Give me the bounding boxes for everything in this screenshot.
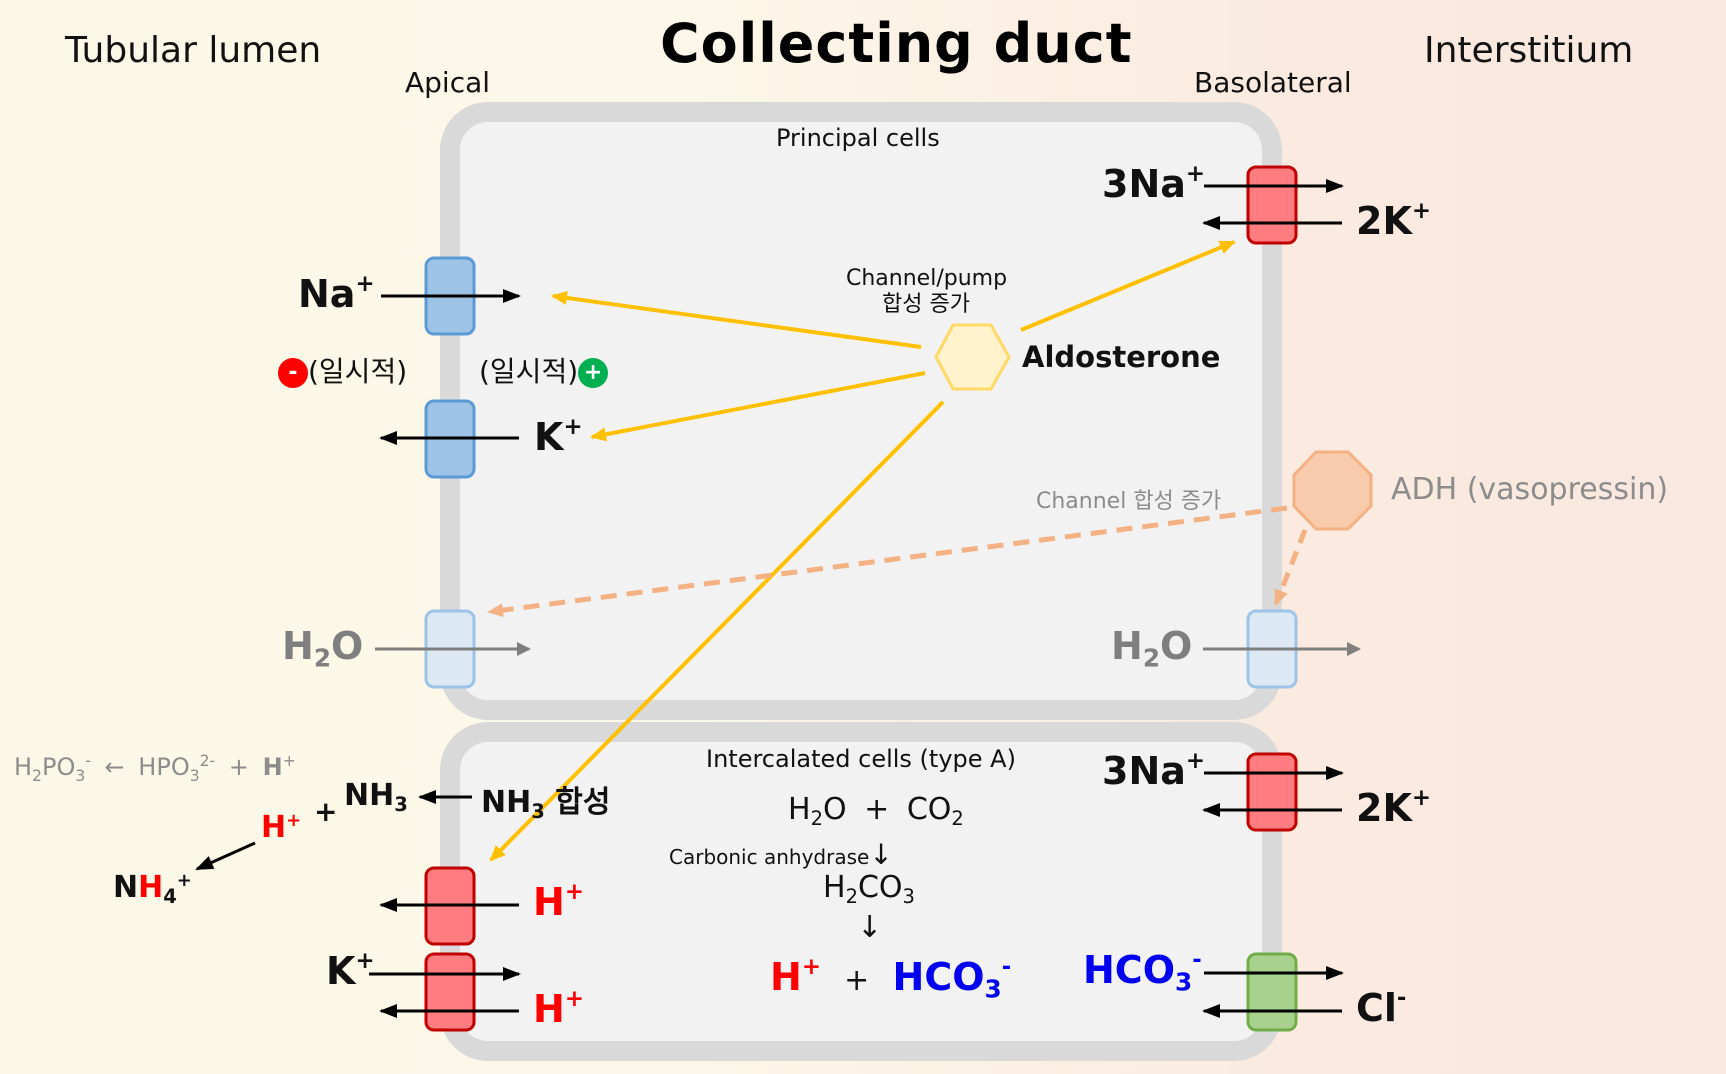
hk-h-label: H+ xyxy=(533,986,584,1031)
tubular-lumen-label: Tubular lumen xyxy=(65,30,322,71)
aldosterone-label: Aldosterone xyxy=(1022,340,1221,374)
ammonium-label: NH4+ xyxy=(113,870,192,908)
pump2-k-label: 2K+ xyxy=(1356,785,1431,830)
reaction-arrow-2: ↓ xyxy=(857,910,883,945)
lumen-h-label: H+ xyxy=(261,810,302,845)
lumen-plus-sign: + xyxy=(314,795,338,828)
reaction-products: H+ + HCO3- xyxy=(770,954,1012,1004)
positive-badge-icon: + xyxy=(578,358,609,388)
basolateral-label: Basolateral xyxy=(1194,66,1352,99)
aldosterone-to-na-arrow xyxy=(551,290,922,349)
lumen-nh3-label: NH3 xyxy=(344,778,408,816)
aldosterone-to-pump-arrow xyxy=(1020,240,1236,332)
interstitium-label: Interstitium xyxy=(1424,30,1634,71)
water-basolateral-label: H2O xyxy=(1111,624,1193,673)
pump-na-label: 3Na+ xyxy=(1102,161,1205,206)
transient-positive-note: (일시적)+ xyxy=(479,350,609,390)
pump2-na-label: 3Na+ xyxy=(1102,748,1205,793)
exchanger-hco3-label: HCO3- xyxy=(1083,947,1202,997)
negative-badge-icon: - xyxy=(278,358,308,388)
aldosterone-to-h-pump-arrow xyxy=(489,400,945,862)
principal-cells-label: Principal cells xyxy=(776,124,940,152)
phosphate-buffer-equation: H2PO3- ← HPO32- + H+ xyxy=(14,752,296,785)
adh-arrows xyxy=(487,505,1308,618)
adh-note: Channel 합성 증가 xyxy=(1036,489,1222,514)
carbonic-anhydrase-label: Carbonic anhydrase↓ xyxy=(669,838,893,871)
carbonic-acid-label: H2CO3 xyxy=(823,870,915,908)
na-ion-label: Na+ xyxy=(298,271,375,316)
na-k-pump-intercalated xyxy=(1246,752,1298,832)
aldosterone-to-k-arrow xyxy=(590,371,926,442)
hk-exchanger xyxy=(424,952,476,1032)
reaction-reactants: H2O + CO2 xyxy=(788,792,964,830)
apical-label: Apical xyxy=(405,66,491,99)
page-title: Collecting duct xyxy=(660,12,1133,75)
adh-label: ADH (vasopressin) xyxy=(1391,472,1669,507)
aldosterone-hexagon-icon xyxy=(934,323,1011,391)
adh-octagon-icon xyxy=(1292,450,1373,531)
transient-negative-note: -(일시적) xyxy=(278,350,407,390)
h-pump-label: H+ xyxy=(533,879,584,924)
nh4-formation-arrow xyxy=(195,841,256,871)
exchanger-cl-label: Cl- xyxy=(1356,985,1407,1030)
adh-to-apical-water-arrow xyxy=(487,505,1288,618)
na-k-pump-principal xyxy=(1246,165,1298,245)
transport-arrows xyxy=(195,179,1361,1018)
adh-to-basolateral-water-arrow xyxy=(1273,529,1308,606)
nh3-synthesis-label: NH3 합성 xyxy=(481,785,611,823)
water-apical-label: H2O xyxy=(282,624,364,673)
pump-k-label: 2K+ xyxy=(1356,198,1431,243)
intercalated-cells-label: Intercalated cells (type A) xyxy=(706,745,1016,773)
aldosterone-arrows xyxy=(489,240,1236,862)
aldosterone-note: Channel/pump 합성 증가 xyxy=(846,266,1008,317)
hco3-cl-exchanger xyxy=(1246,952,1298,1032)
k-ion-label: K+ xyxy=(534,414,583,459)
hk-k-label: K+ xyxy=(326,948,375,993)
